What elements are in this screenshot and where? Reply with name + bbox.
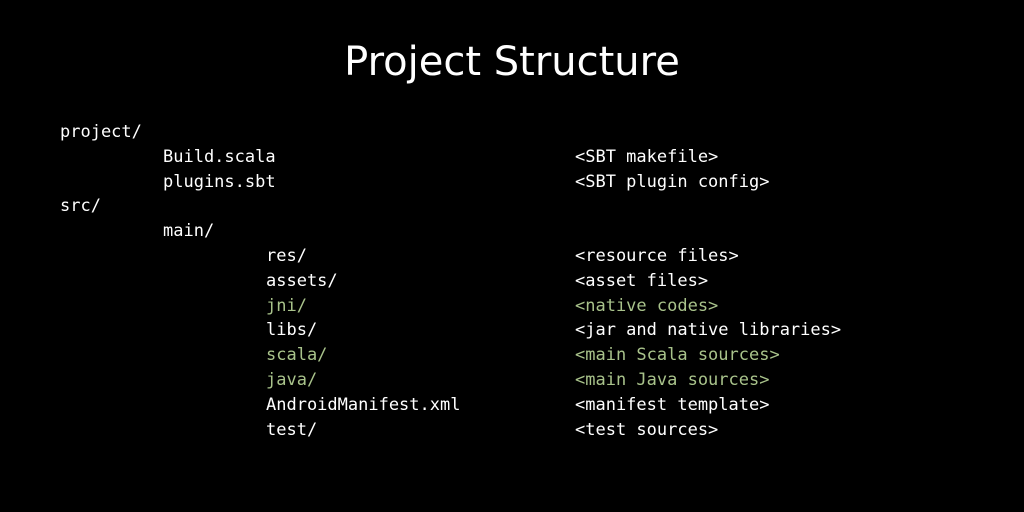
tree-row: Build.scala <SBT makefile> <box>60 145 1000 170</box>
tree-path: project/ <box>60 122 142 142</box>
tree-description: <main Scala sources> <box>575 345 780 366</box>
tree-row: main/ <box>60 219 1000 244</box>
tree-path: main/ <box>163 221 215 242</box>
tree-description: <resource files> <box>575 245 739 266</box>
tree-row: res/ <resource files> <box>60 244 1000 269</box>
tree-row: jni/ <native codes> <box>60 294 1000 319</box>
tree-path: jni/ <box>266 295 307 316</box>
tree-path: test/ <box>266 419 318 440</box>
tree-path: libs/ <box>266 320 318 341</box>
tree-row: plugins.sbt <SBT plugin config> <box>60 170 1000 195</box>
tree-description: <SBT plugin config> <box>575 171 770 192</box>
tree-description: <main Java sources> <box>575 369 770 390</box>
tree-row: java/ <main Java sources> <box>60 368 1000 393</box>
tree-row: libs/ <jar and native libraries> <box>60 318 1000 343</box>
tree-description: <asset files> <box>575 270 709 291</box>
tree-row: AndroidManifest.xml <manifest template> <box>60 393 1000 418</box>
tree-row: src/ <box>60 194 1000 219</box>
tree-path: plugins.sbt <box>163 171 276 192</box>
tree-description: <jar and native libraries> <box>575 320 842 341</box>
tree-row: project/ <box>60 120 1000 145</box>
tree-path: java/ <box>266 369 318 390</box>
tree-row: scala/ <main Scala sources> <box>60 343 1000 368</box>
tree-description: <native codes> <box>575 295 719 316</box>
tree-path: assets/ <box>266 270 338 291</box>
tree-description: <SBT makefile> <box>575 146 719 167</box>
tree-path: Build.scala <box>163 146 276 167</box>
tree-description: <manifest template> <box>575 394 770 415</box>
tree-path: res/ <box>266 245 307 266</box>
project-tree: project/Build.scala <SBT makefile> plugins… <box>60 120 1000 442</box>
tree-row: test/ <test sources> <box>60 418 1000 443</box>
tree-path: src/ <box>60 196 101 217</box>
tree-row: assets/ <asset files> <box>60 269 1000 294</box>
slide-title: Project Structure <box>344 39 680 85</box>
tree-path: scala/ <box>266 345 328 366</box>
tree-description: <test sources> <box>575 419 719 440</box>
tree-path: AndroidManifest.xml <box>266 394 461 415</box>
